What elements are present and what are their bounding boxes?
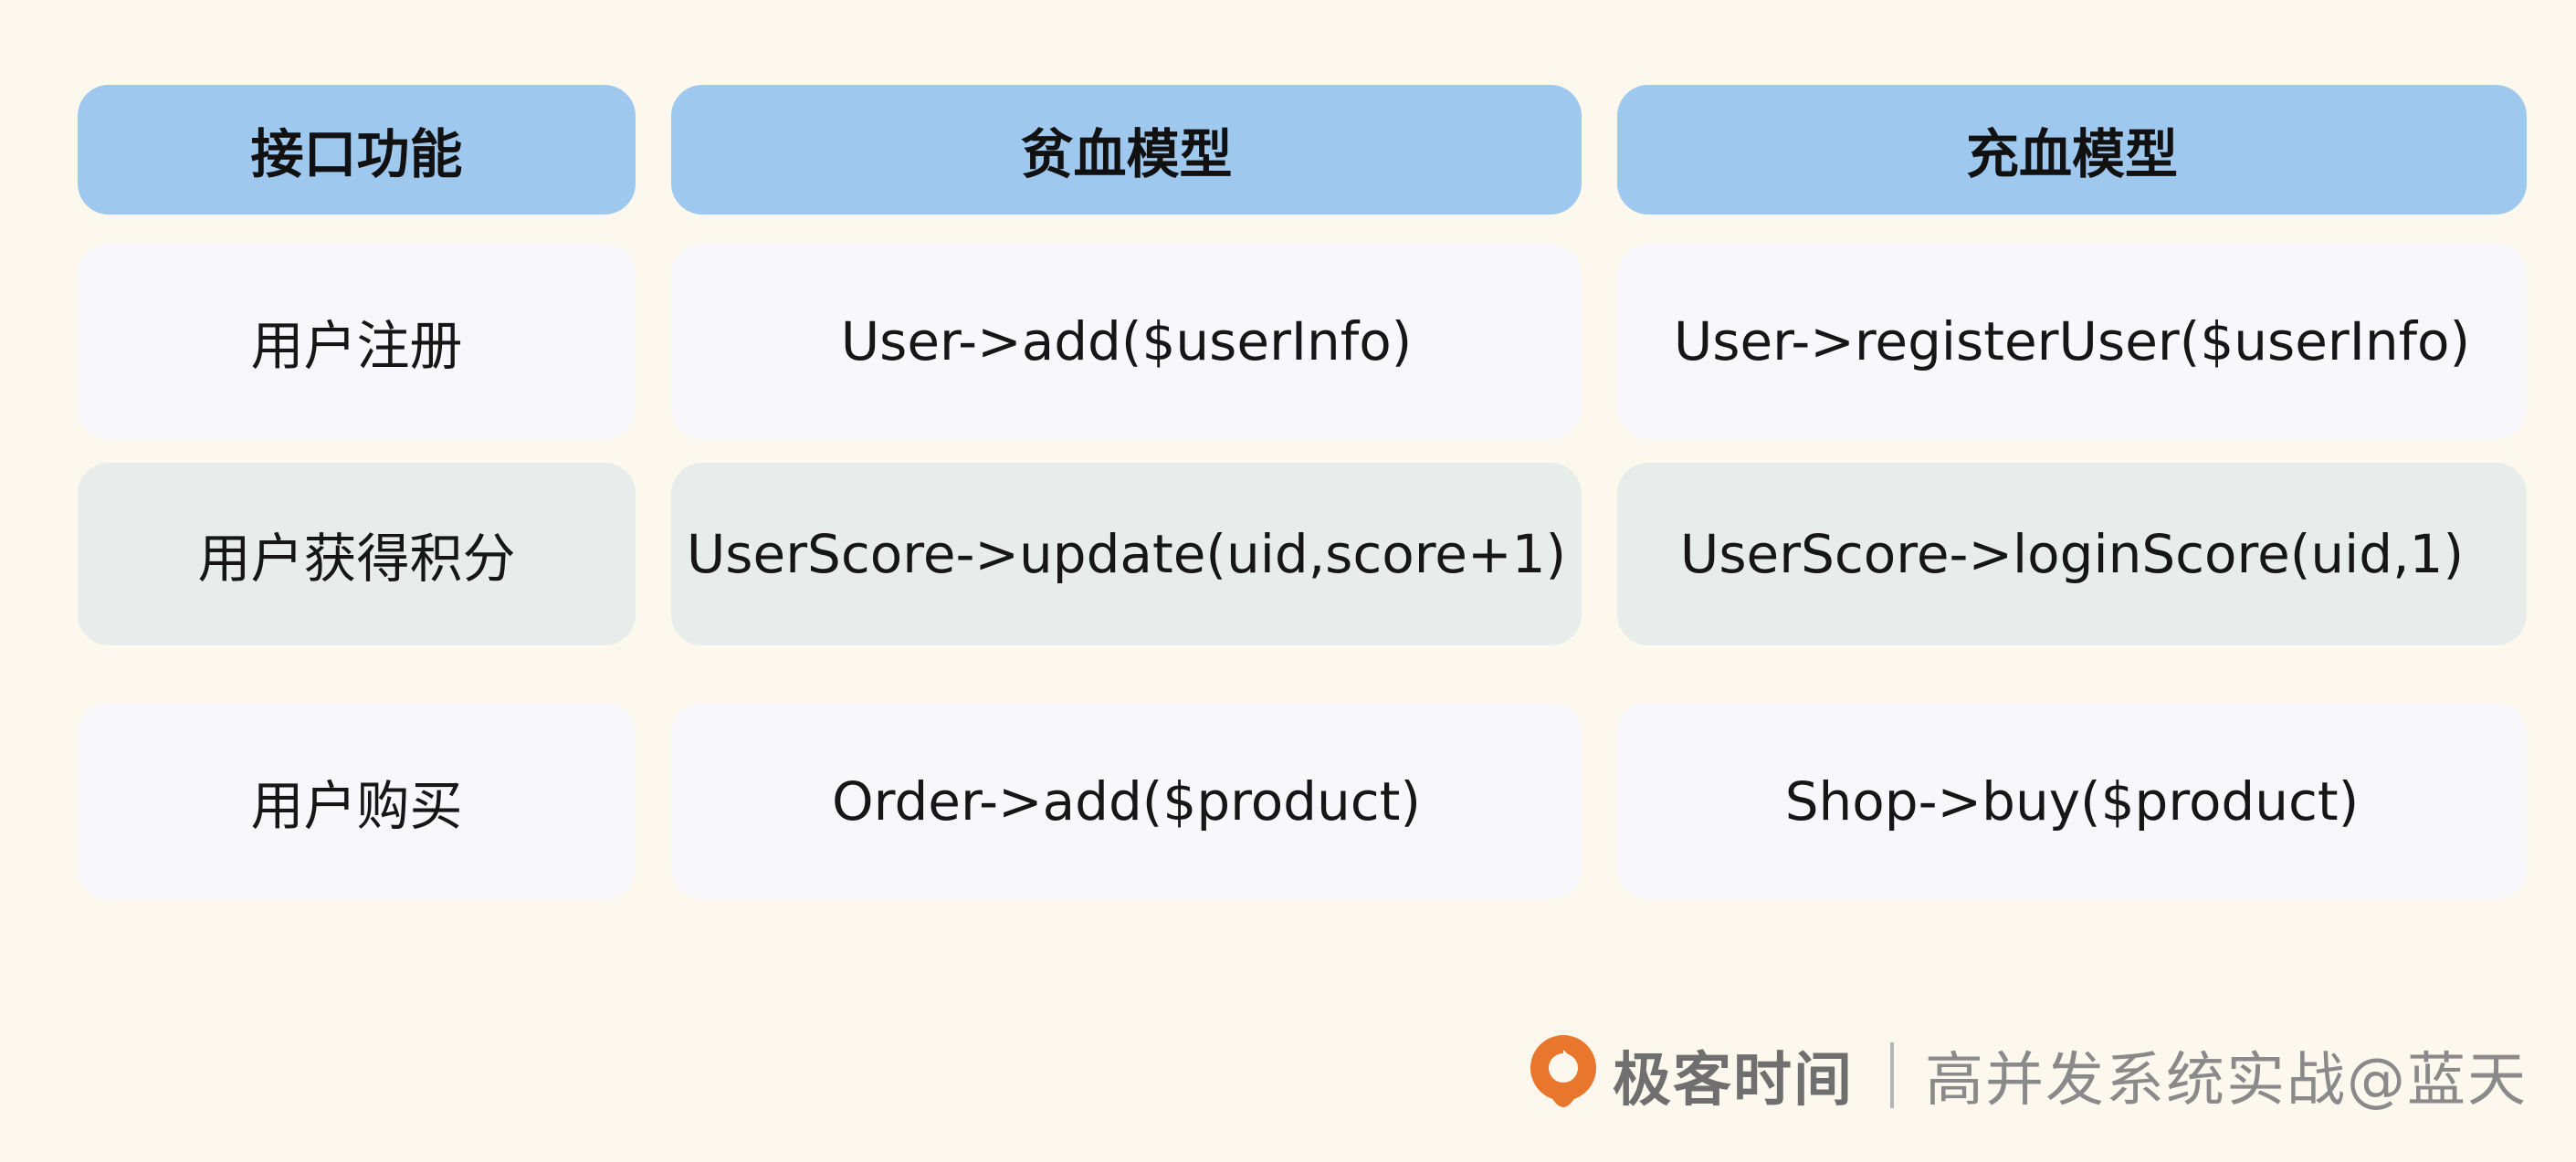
table-cell-anemic-register: User->add($userInfo) xyxy=(671,244,1582,439)
table-cell-function-register: 用户注册 xyxy=(78,244,636,439)
table-cell-rich-score: UserScore->loginScore(uid,1) xyxy=(1617,463,2527,645)
footer-watermark: 极客时间 高并发系统实战@蓝天 xyxy=(1527,1030,2528,1121)
header-cell-rich-model: 充血模型 xyxy=(1617,85,2527,215)
table-cell-anemic-purchase: Order->add($product) xyxy=(671,703,1582,899)
footer-divider xyxy=(1890,1042,1894,1108)
table-cell-rich-purchase: Shop->buy($product) xyxy=(1617,703,2527,899)
course-credit: 高并发系统实战@蓝天 xyxy=(1925,1047,2528,1115)
geektime-logo-icon xyxy=(1530,1035,1596,1107)
header-cell-anemic-model: 贫血模型 xyxy=(671,85,1582,215)
table-cell-anemic-score: UserScore->update(uid,score+1) xyxy=(671,463,1582,645)
header-cell-function: 接口功能 xyxy=(78,85,636,215)
brand-name: 极客时间 xyxy=(1613,1047,1854,1115)
table-cell-rich-register: User->registerUser($userInfo) xyxy=(1617,244,2527,439)
table-cell-function-purchase: 用户购买 xyxy=(78,703,636,899)
table-cell-function-score: 用户获得积分 xyxy=(78,463,636,645)
